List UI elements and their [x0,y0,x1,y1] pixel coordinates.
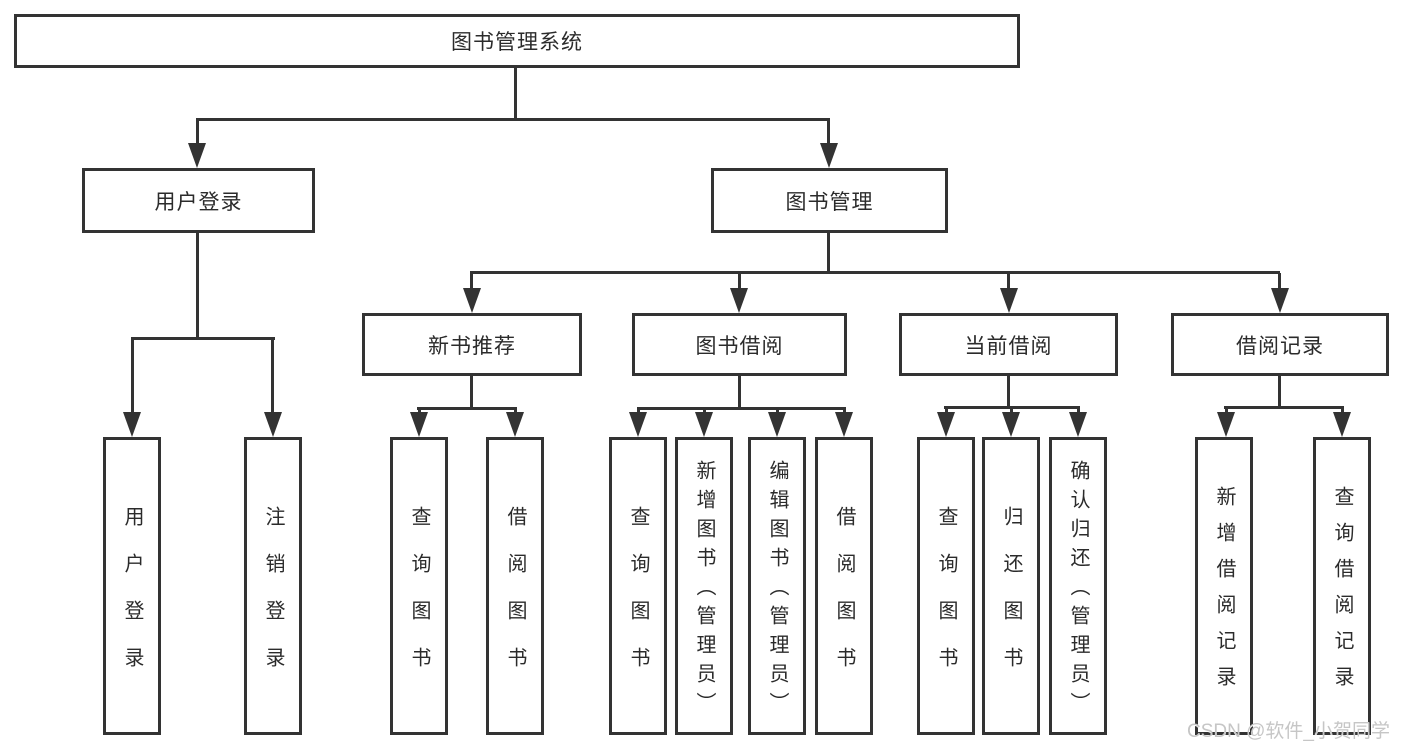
arrow-down-icon [506,412,524,437]
connector-userlogin-hline [131,337,275,340]
arrow-down-icon [188,143,206,168]
node-user-login: 用户登录 [82,168,315,233]
leaf-label: 新增借阅记录 [1213,486,1235,702]
leaf-return-books: 归还图书 [982,437,1040,735]
connector-shaft [470,273,473,291]
arrow-down-icon [629,412,647,437]
connector-records-hline [1224,406,1344,409]
arrow-down-icon [463,288,481,313]
arrow-down-icon [1000,288,1018,313]
connector-shaft [1010,406,1013,415]
leaf-logout: 注销登录 [244,437,302,735]
connector-recommend-stem [470,376,473,407]
leaf-label: 查询图书 [408,505,430,694]
connector-shaft [271,339,274,415]
connector-root-stem [514,68,517,118]
connector-shaft [1278,273,1281,291]
arrow-down-icon [730,288,748,313]
leaf-label: 查询图书 [935,505,957,694]
arrow-down-icon [410,412,428,437]
node-label: 新书推荐 [428,334,516,358]
leaf-add-book-admin: 新增图书（管理员） [675,437,733,735]
node-current-borrowing: 当前借阅 [899,313,1118,376]
arrow-down-icon [264,412,282,437]
leaf-add-borrow-record: 新增借阅记录 [1195,437,1253,735]
leaf-label: 新增图书（管理员） [693,460,715,721]
connector-shaft [776,407,779,415]
connector-shaft [1341,406,1344,415]
leaf-label: 借阅图书 [504,505,526,694]
leaf-label: 查询图书 [627,505,649,694]
connector-userlogin-stem [196,233,199,337]
arrow-down-icon [695,412,713,437]
leaf-query-books-borrowing: 查询图书 [609,437,667,735]
arrow-down-icon [123,412,141,437]
connector-root-hline [196,118,830,121]
connector-shaft [703,407,706,415]
connector-shaft [827,120,830,146]
node-book-management: 图书管理 [711,168,948,233]
node-borrow-records: 借阅记录 [1171,313,1389,376]
connector-shaft [1007,273,1010,291]
connector-records-stem [1278,376,1281,406]
connector-current-stem [1007,376,1010,406]
connector-shaft [131,339,134,415]
connector-shaft [196,120,199,146]
arrow-down-icon [768,412,786,437]
connector-recommend-hline [417,407,517,410]
arrow-down-icon [1217,412,1235,437]
connector-shaft [514,407,517,415]
leaf-borrow-books-borrowing: 借阅图书 [815,437,873,735]
node-label: 用户登录 [154,190,243,214]
arrow-down-icon [1069,412,1087,437]
arrow-down-icon [1333,412,1351,437]
arrow-down-icon [835,412,853,437]
connector-borrowing-stem [738,376,741,407]
node-library-management-system: 图书管理系统 [14,14,1020,68]
connector-shaft [1077,406,1080,415]
connector-shaft [738,273,741,291]
leaf-user-login: 用户登录 [103,437,161,735]
csdn-watermark: CSDN @软件_小贺同学 [1187,721,1390,742]
leaf-label: 注销登录 [262,505,284,694]
node-book-borrowing: 图书借阅 [632,313,847,376]
arrow-down-icon [937,412,955,437]
leaf-confirm-return-admin: 确认归还（管理员） [1049,437,1107,735]
node-label: 当前借阅 [964,334,1053,358]
leaf-label: 用户登录 [121,505,143,694]
leaf-borrow-books-recommend: 借阅图书 [486,437,544,735]
connector-shaft [418,407,421,415]
leaf-query-books-current: 查询图书 [917,437,975,735]
leaf-label: 归还图书 [1000,505,1022,694]
leaf-edit-book-admin: 编辑图书（管理员） [748,437,806,735]
connector-shaft [637,407,640,415]
connector-shaft [843,407,846,415]
leaf-label: 借阅图书 [833,505,855,694]
connector-bookmgmt-hline [470,271,1280,274]
leaf-query-books-recommend: 查询图书 [390,437,448,735]
node-label: 借阅记录 [1236,334,1324,358]
connector-borrowing-hline [637,407,846,410]
arrow-down-icon [820,143,838,168]
leaf-label: 确认归还（管理员） [1067,460,1089,721]
node-label: 图书管理 [785,190,874,214]
node-label: 图书借阅 [695,334,784,358]
leaf-label: 查询借阅记录 [1331,486,1353,702]
leaf-label: 编辑图书（管理员） [766,460,788,721]
leaf-query-borrow-record: 查询借阅记录 [1313,437,1371,735]
node-new-book-recommend: 新书推荐 [362,313,582,376]
arrow-down-icon [1271,288,1289,313]
connector-shaft [1225,406,1228,415]
connector-shaft [945,406,948,415]
node-label: 图书管理系统 [451,31,583,54]
connector-bookmgmt-stem [827,233,830,271]
arrow-down-icon [1002,412,1020,437]
